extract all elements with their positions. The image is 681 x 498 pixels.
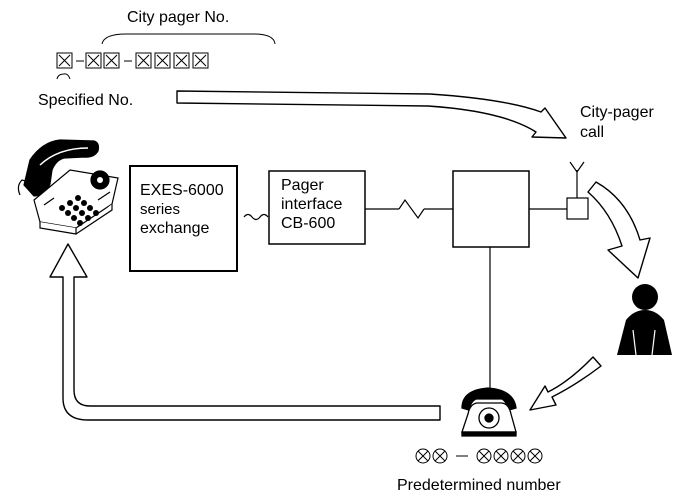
city-pager-no-label: City pager No. (127, 9, 229, 26)
interface-box-label: Pager interface CB-600 (281, 176, 342, 233)
antenna-icon (566, 161, 589, 220)
city-pager-brace (101, 33, 276, 45)
circled-x-digit-icon (476, 448, 492, 464)
interface-line-3: CB-600 (281, 215, 336, 232)
predetermined-number-label: Predetermined number (397, 477, 561, 494)
specified-brace (56, 73, 71, 80)
city-pager-label: City-pager (580, 104, 654, 121)
boxed-x-digit-icon (154, 52, 171, 69)
interface-line-2: interface (281, 196, 343, 213)
boxed-x-digit-icon (85, 52, 102, 69)
predetermined-digits (415, 448, 543, 464)
boxed-x-digit-icon (192, 52, 209, 69)
exchange-line-3: exchange (140, 220, 210, 237)
arrow-to-rotary-phone (529, 356, 602, 411)
circled-x-digit-icon (432, 448, 448, 464)
pager-interface-box (268, 170, 366, 245)
circled-x-digit-icon (493, 448, 509, 464)
circled-x-digit-icon (527, 448, 543, 464)
arrow-back-to-caller (49, 243, 441, 421)
specified-no-label: Specified No. (38, 92, 133, 109)
circled-x-digit-icon (510, 448, 526, 464)
line-break-symbol (398, 198, 425, 220)
pager-number-digits (56, 52, 209, 69)
paging-station-box (452, 170, 530, 248)
boxed-x-digit-icon (103, 52, 120, 69)
boxed-x-digit-icon (135, 52, 152, 69)
exchange-box (129, 165, 238, 272)
interface-line-1: Pager (281, 177, 324, 194)
tilde-connector (243, 213, 269, 221)
exchange-line-1: EXES-6000 (140, 182, 224, 199)
circled-x-digit-icon (415, 448, 431, 464)
desk-phone-icon (17, 139, 119, 235)
exchange-box-label: EXES-6000 series exchange (140, 181, 224, 238)
rotary-telephone-icon (461, 387, 517, 437)
boxed-x-digit-icon (173, 52, 190, 69)
arrow-to-antenna (176, 90, 567, 139)
exchange-line-2: series (140, 201, 181, 218)
call-label: call (580, 124, 604, 141)
person-icon (617, 284, 672, 356)
boxed-x-digit-icon (56, 52, 73, 69)
arrow-to-person (587, 181, 651, 279)
